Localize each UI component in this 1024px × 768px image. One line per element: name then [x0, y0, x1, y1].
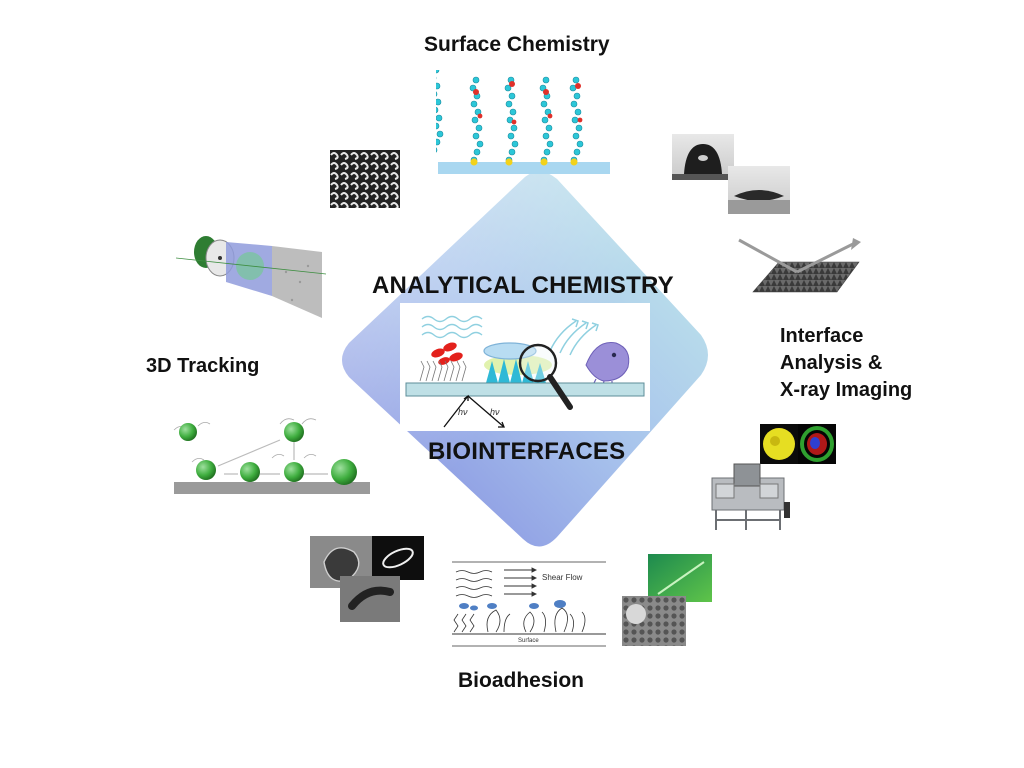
hv-right-label: hν	[490, 407, 500, 417]
red-atoms	[473, 81, 583, 125]
sem-spore-image	[622, 596, 686, 646]
wave-lines	[421, 315, 483, 339]
interface-analysis-label-line1: Interface	[780, 325, 864, 347]
3d-tracking-trajectory	[173, 418, 370, 494]
sem-micrograph-bacteria	[340, 576, 400, 622]
red-cells	[431, 342, 463, 365]
sam-molecules-illustration	[436, 70, 610, 174]
nanospikes	[486, 359, 546, 383]
substrate-plate	[438, 162, 610, 174]
xray-instrument-image	[711, 463, 790, 530]
bioadhesion-shear-diagram: Shear Flow Surface	[452, 561, 606, 647]
fluorescence-image-yellow	[760, 424, 798, 464]
contact-angle-droplet-2	[728, 166, 790, 214]
biointerface-scheme: hν hν	[405, 315, 645, 428]
emission-arrows	[549, 318, 599, 356]
algae-green-image	[648, 554, 712, 602]
hv-left-label: hν	[458, 407, 468, 417]
surface-label: Surface	[518, 638, 539, 644]
contact-angle-droplet-1	[672, 134, 734, 180]
shear-flow-label: Shear Flow	[542, 573, 583, 582]
substrate-bar	[405, 382, 645, 397]
3d-tracking-label: 3D Tracking	[146, 355, 260, 377]
nanostructured-surface-scattering	[738, 238, 861, 293]
magnifier-icon	[518, 343, 573, 410]
analytical-chemistry-title: ANALYTICAL CHEMISTRY	[372, 272, 674, 299]
biointerfaces-title: BIOINTERFACES	[428, 438, 626, 465]
central-scheme-panel: hν hν	[400, 303, 650, 431]
sam-chains	[436, 70, 584, 164]
adhesive-cells	[459, 600, 566, 611]
bioadhesion-label: Bioadhesion	[458, 669, 585, 692]
interface-analysis-label-line3: X-ray Imaging	[780, 379, 913, 401]
holographic-tracking-setup	[176, 236, 326, 318]
barnacle-larva	[585, 341, 630, 390]
polymer-chains	[453, 607, 586, 633]
surface-chemistry-label: Surface Chemistry	[424, 33, 610, 56]
sem-micrograph-diatom	[372, 536, 424, 580]
anchor-atoms	[470, 158, 578, 166]
fluorescence-image-multicolor	[798, 424, 836, 464]
sem-texture-image	[330, 150, 400, 208]
polymer-brush	[419, 360, 467, 382]
interface-analysis-label-line2: Analysis &	[780, 352, 883, 374]
light-rays	[443, 394, 505, 428]
